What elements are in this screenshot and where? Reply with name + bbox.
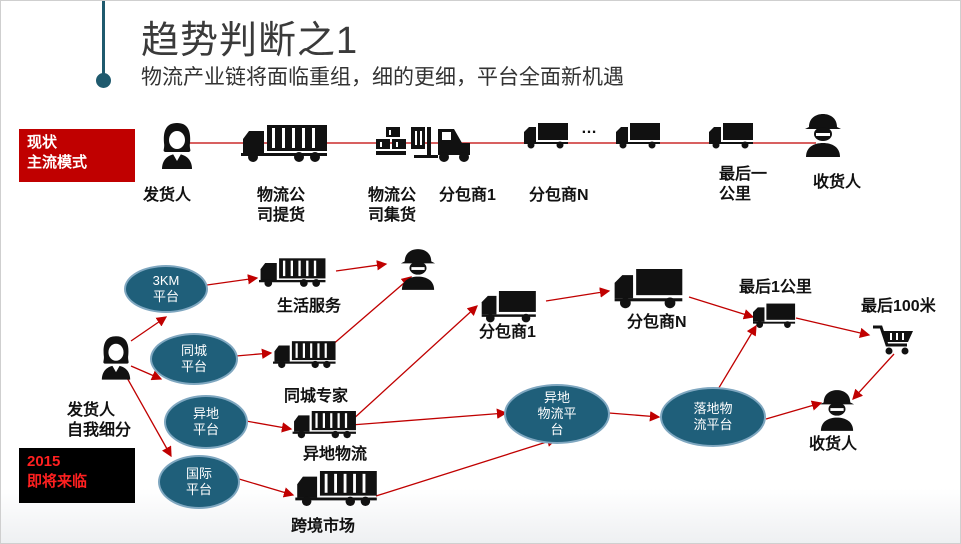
badge-2015-line1: 2015 — [27, 453, 61, 470]
future-receiver-bottom-icon — [819, 390, 855, 431]
page-title: 趋势判断之1 — [141, 20, 359, 62]
oval-intl-platform: 国际平台 — [158, 455, 240, 509]
badge-current-mode: 现状 主流模式 — [19, 129, 135, 182]
page-subtitle: 物流产业链将面临重组，细的更细，平台全面新机遇 — [141, 66, 624, 89]
truck-sub1-small-icon — [524, 123, 568, 149]
arrow-intl-crossborder — [238, 478, 295, 498]
oval-intl-line1: 国际 — [185, 466, 212, 481]
label-future-shipper-line2: 自我细分 — [67, 422, 132, 439]
badge-2015-line2: 即将来临 — [27, 473, 88, 490]
truck-remote-logistics-icon — [292, 411, 356, 439]
oval-city-line1: 同城 — [180, 343, 207, 358]
label-last-1km: 最后1公里 — [739, 279, 812, 296]
truck-subN-small-icon — [616, 123, 660, 149]
badge-current-line2: 主流模式 — [27, 154, 88, 171]
title-accent-dot — [96, 73, 111, 88]
arrow-life-receiver — [335, 260, 388, 272]
future-receiver-top-icon — [400, 249, 436, 290]
label-future-shipper-line1: 发货人 — [67, 402, 116, 419]
forklift-warehouse-icon — [376, 127, 470, 162]
arrow-remote-remotelog — [245, 420, 293, 433]
arrow-shipper-3km — [130, 316, 168, 342]
arrow-crossborder-platform — [375, 436, 558, 497]
arrow-3km-life — [206, 274, 259, 286]
label-consolidate-line1: 物流公 — [368, 187, 417, 204]
badge-2015: 2015 即将来临 — [19, 448, 135, 503]
label-lastmile-line1: 最后一 — [719, 166, 768, 183]
shipper-person-icon — [162, 123, 192, 169]
label-city-expert: 同城专家 — [284, 388, 349, 405]
truck-city-expert-icon — [273, 341, 336, 369]
cart-last100m-icon — [873, 325, 913, 355]
truck-last1km-icon — [753, 303, 796, 328]
arrow-remotelog-sub1 — [350, 305, 478, 422]
oval-city-platform: 同城平台 — [150, 333, 238, 385]
truck-cross-border-icon — [295, 471, 377, 507]
label-sub1: 分包商1 — [439, 187, 496, 204]
label-pickup-line1: 物流公 — [257, 187, 306, 204]
arrow-shipper-intl — [125, 375, 172, 458]
oval-city-line2: 平台 — [180, 359, 207, 374]
future-shipper-person-icon — [101, 336, 131, 380]
arrow-shipper-city — [130, 365, 163, 381]
oval-rlp-line3: 台 — [550, 422, 564, 437]
truck-future-subN-icon — [614, 269, 683, 309]
arrow-remotelog-platform — [350, 408, 508, 426]
badge-current-line1: 现状 — [27, 134, 58, 151]
oval-rlp-line1: 异地 — [543, 390, 570, 405]
label-logistics-consolidate: 物流公 司集货 — [368, 186, 416, 226]
truck-life-service-icon — [259, 258, 326, 287]
arrow-platform-landing — [608, 411, 661, 422]
arrow-cityexpert-receiver — [330, 276, 412, 347]
label-consolidate-line2: 司集货 — [368, 207, 417, 224]
label-remote-logistics: 异地物流 — [303, 446, 368, 463]
oval-remote-logistics-platform: 异地物流平台 — [504, 384, 610, 444]
oval-intl-line2: 平台 — [185, 482, 212, 497]
label-future-subN: 分包商N — [627, 314, 687, 331]
label-future-shipper: 发货人 自我细分 — [67, 401, 131, 441]
truck-pickup-icon — [241, 125, 327, 162]
arrow-sub1-subN — [545, 287, 611, 302]
label-shipper: 发货人 — [143, 187, 192, 204]
oval-3km-line2: 平台 — [152, 289, 179, 304]
oval-rlp-line2: 物流平 — [537, 406, 577, 421]
truck-lastmile-small-icon — [709, 123, 753, 149]
oval-remote-line1: 异地 — [192, 406, 219, 421]
label-last-100m: 最后100米 — [861, 298, 936, 315]
arrow-last1km-last100m — [795, 317, 871, 339]
label-pickup-line2: 司提货 — [257, 207, 306, 224]
label-life-service: 生活服务 — [277, 298, 342, 315]
label-logistics-pickup: 物流公 司提货 — [257, 186, 305, 226]
label-lastmile-line2: 公里 — [719, 186, 752, 203]
chain-ellipsis: … — [581, 120, 597, 137]
label-last-mile: 最后一 公里 — [719, 165, 767, 205]
truck-future-sub1-icon — [481, 291, 536, 323]
arrow-city-cityexpert — [235, 348, 273, 359]
label-future-receiver: 收货人 — [809, 436, 858, 453]
arrow-landing-receiver — [765, 400, 823, 420]
oval-landing-line1: 落地物 — [693, 401, 733, 416]
arrow-subN-last1km — [688, 296, 755, 320]
oval-3km-line1: 3KM — [152, 273, 180, 288]
label-subN: 分包商N — [529, 187, 589, 204]
label-future-sub1: 分包商1 — [479, 324, 536, 341]
oval-landing-line2: 流平台 — [693, 417, 733, 432]
label-cross-border: 跨境市场 — [291, 518, 356, 535]
receiver-courier-icon — [805, 114, 841, 157]
title-accent-line — [102, 1, 105, 79]
oval-remote-platform: 异地平台 — [164, 395, 248, 449]
label-receiver: 收货人 — [813, 174, 862, 191]
arrow-last100m-receiver — [852, 353, 895, 400]
oval-remote-line2: 平台 — [192, 422, 219, 437]
oval-landing-platform: 落地物流平台 — [660, 387, 766, 447]
